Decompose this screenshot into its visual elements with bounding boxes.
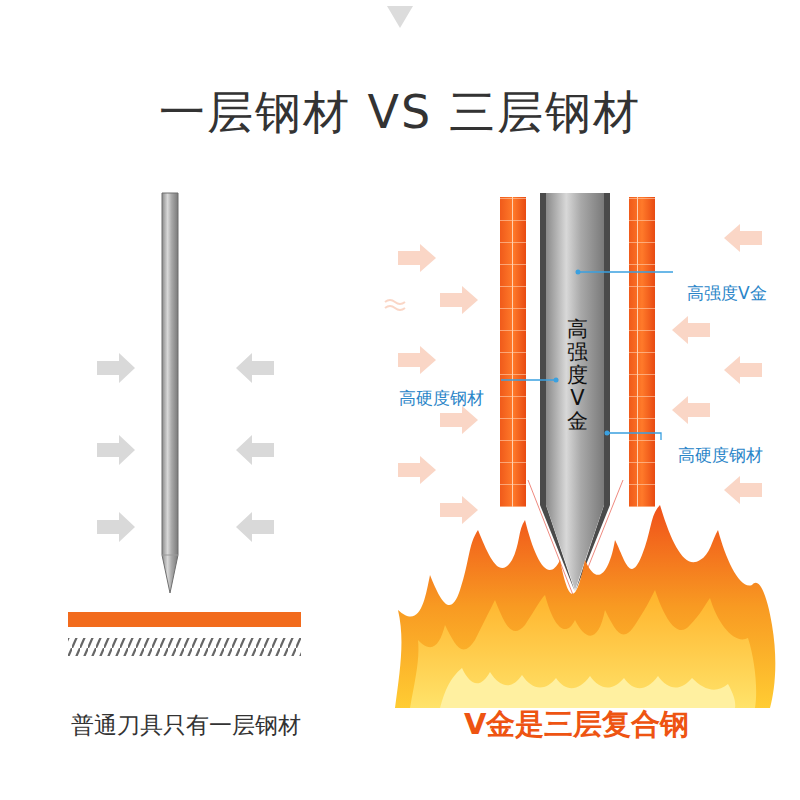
blade-core-label: 高强度V金 xyxy=(567,318,588,433)
caption-left: 普通刀具只有一层钢材 xyxy=(71,710,301,741)
callout-label: 高硬度钢材 xyxy=(678,444,763,467)
callout-label: 高硬度钢材 xyxy=(399,387,484,410)
title: 一层钢材 VS 三层钢材 xyxy=(159,82,641,144)
callout-label: 高强度V金 xyxy=(687,282,767,305)
caption-right: V金是三层复合钢 xyxy=(464,705,689,745)
